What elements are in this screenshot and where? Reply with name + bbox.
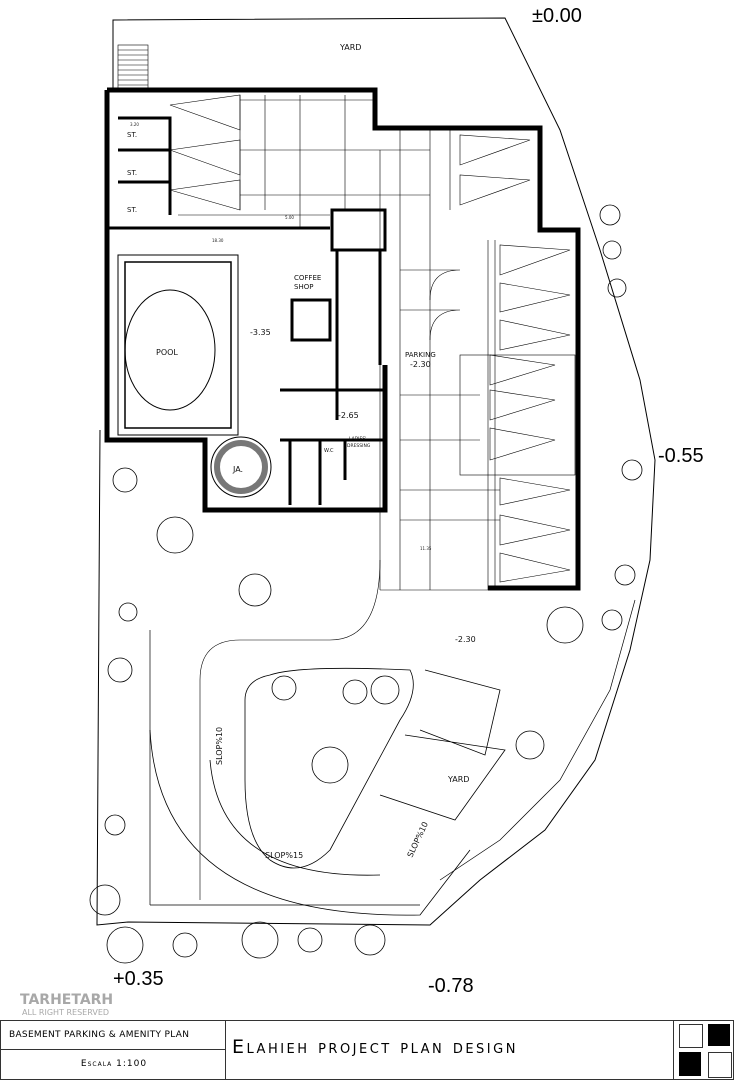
building-outer-wall [104,87,581,591]
interior-walls [107,116,387,505]
level-right: -0.55 [658,445,704,467]
storage-label: ST. [127,131,137,139]
dim-hall-width: 18.30 [212,238,224,243]
jacuzzi-label: JA. [232,465,243,474]
legend-box-black [708,1024,730,1046]
pool-label: POOL [156,348,178,357]
storage-label: ST. [127,169,137,177]
parking-label: PARKING [405,351,436,359]
legend-box-white [708,1052,732,1078]
slope-bottom-label: SLOP%15 [265,851,303,860]
dim-st-width: 3.20 [130,122,139,127]
trees [89,204,643,964]
entry-stairs [117,44,149,91]
storage-label: ST. [127,206,137,214]
dim-lower-width: 11.35 [420,546,432,551]
slope-left-label: SLOP%10 [215,727,224,765]
plan-name-cell: BASEMENT PARKING & AMENITY PLAN [0,1020,226,1050]
legend-box-black [679,1052,701,1076]
wc-label: W.C [324,448,334,454]
scale-label: Escala 1:100 [80,1059,148,1069]
level-bottom-left: +0.35 [113,968,164,990]
parking-level: -2.30 [410,360,431,369]
yard-bottom-label: YARD [447,775,469,784]
site-boundary [96,17,656,926]
slope-right-label: SLOP%10 [406,820,430,858]
project-title: Elahieh project plan design [232,1036,518,1058]
legend-boxes [673,1020,734,1080]
legend-box-white [679,1024,703,1048]
ramp [149,667,506,916]
ladies-label: LADIES' [349,436,366,442]
parking-grid [169,94,576,900]
inner-boundary [149,599,636,906]
dim-parking-depth: 5.00 [285,215,294,220]
pool [117,254,239,436]
level-top: ±0.00 [532,5,582,27]
level-bottom: -0.78 [428,975,474,997]
coffee-shop-label: COFFEE [294,274,321,282]
dressing-label: DRESSING [347,443,371,449]
pool-level: -3.35 [250,328,271,337]
coffee-shop-label: SHOP [294,283,313,291]
yard-top-label: YARD [339,43,361,52]
jacuzzi [210,436,272,498]
plan-name: BASEMENT PARKING & AMENITY PLAN [9,1030,190,1040]
lobby-level: -2.65 [338,411,359,420]
level-court: -2.30 [455,635,476,644]
scale-cell: Escala 1:100 [0,1049,226,1080]
watermark: TARHETARH [20,992,114,1008]
watermark-sub: ALL RIGHT RESERVED [22,1008,110,1017]
